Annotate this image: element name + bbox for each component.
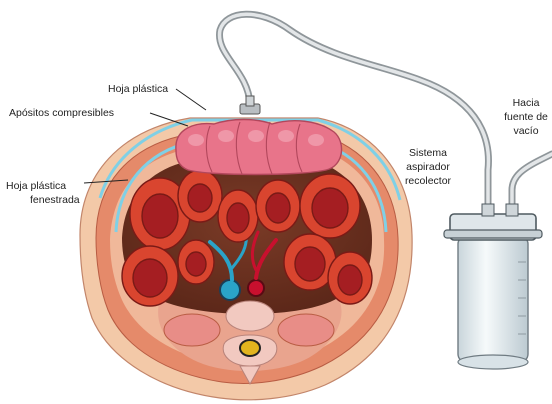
compressible-dressing [176, 120, 342, 175]
label-hoja-fenestrada-line2: fenestrada [30, 194, 80, 206]
label-sistema-line3: recolector [405, 175, 452, 187]
label-vacio-line2: fuente de [504, 111, 548, 123]
label-sistema-line2: aspirador [406, 161, 450, 173]
label-apositos-compresibles: Apósitos compresibles [9, 107, 114, 119]
label-vacio-line1: Hacia [513, 97, 540, 109]
label-vacio-line3: vacío [513, 125, 538, 137]
collection-canister [444, 204, 542, 369]
label-hoja-fenestrada-line1: Hoja plástica [6, 180, 66, 192]
suction-port [240, 96, 260, 114]
abdomen-cross-section [80, 96, 412, 400]
vacuum-source-tube [512, 154, 552, 212]
label-sistema-line1: Sistema [409, 147, 447, 159]
label-hoja-plastica: Hoja plástica [108, 83, 168, 95]
